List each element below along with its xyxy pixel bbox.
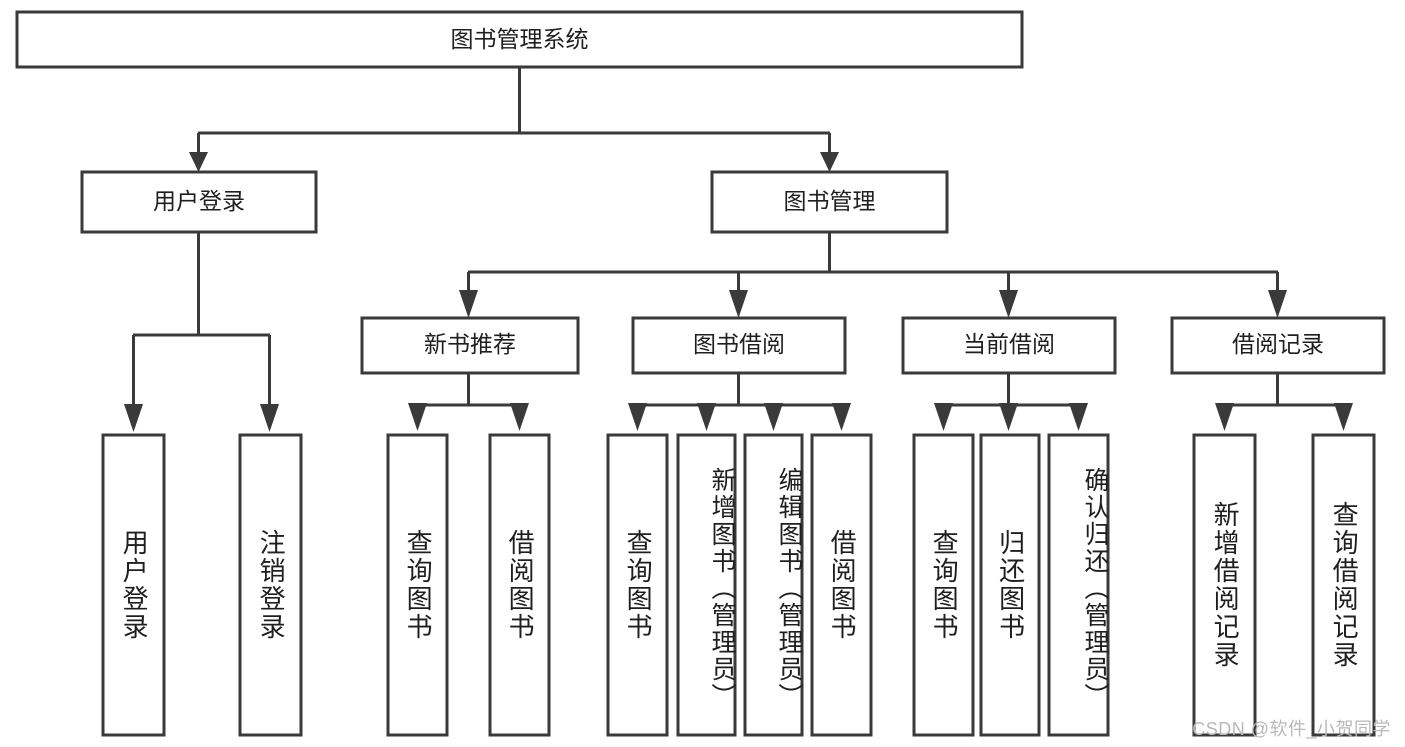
arrowhead-leaf-edit-book bbox=[764, 403, 783, 431]
node-root[interactable]: 图书管理系统 bbox=[15, 10, 1024, 69]
arrowhead-user-login bbox=[189, 152, 208, 172]
node-user-login[interactable]: 用户登录 bbox=[80, 170, 318, 234]
arrowhead-new-book-recommend bbox=[459, 290, 478, 318]
arrowhead-leaf-query-record bbox=[1334, 403, 1353, 431]
connector-group-new-book-recommend bbox=[408, 373, 529, 431]
connector-group-book-borrow bbox=[628, 373, 851, 431]
node-book-manage[interactable]: 图书管理 bbox=[710, 170, 949, 234]
node-leaf-edit-book-box[interactable] bbox=[743, 433, 804, 737]
connector-group-current-borrow bbox=[934, 373, 1088, 431]
node-leaf-query-record-box[interactable] bbox=[1311, 433, 1376, 737]
node-user-login-label: 用户登录 bbox=[153, 188, 245, 214]
node-book-manage-label: 图书管理 bbox=[784, 188, 876, 214]
arrowhead-leaf-confirm-return bbox=[1069, 403, 1088, 431]
arrowhead-borrow-record bbox=[1268, 290, 1287, 318]
node-root-box[interactable] bbox=[15, 10, 1024, 69]
arrowhead-leaf-borrow-book-1 bbox=[510, 403, 529, 431]
arrowhead-leaf-borrow-book-2 bbox=[832, 403, 851, 431]
arrowhead-leaf-add-book bbox=[697, 403, 716, 431]
node-new-book-recommend-box[interactable] bbox=[360, 316, 580, 375]
arrowhead-leaf-query-book-3 bbox=[934, 403, 953, 431]
arrowhead-leaf-query-book-1 bbox=[408, 403, 427, 431]
arrowhead-book-manage bbox=[820, 152, 839, 172]
node-leaf-borrow-book-1-box[interactable] bbox=[488, 433, 551, 737]
node-new-book-recommend[interactable]: 新书推荐 bbox=[360, 316, 580, 375]
node-leaf-confirm-return-box[interactable] bbox=[1047, 433, 1110, 737]
connector-group-root bbox=[189, 67, 839, 172]
connector-group-user-login bbox=[124, 232, 279, 432]
node-leaf-user-login-box[interactable] bbox=[101, 433, 166, 737]
csdn-watermark: CSDN @软件_小贺同学 bbox=[1192, 719, 1391, 739]
arrowhead-leaf-return-book bbox=[999, 403, 1018, 431]
leaf-boxes bbox=[101, 433, 1376, 737]
node-leaf-return-book-box[interactable] bbox=[979, 433, 1041, 737]
arrowhead-book-borrow bbox=[729, 290, 748, 318]
node-leaf-add-record-box[interactable] bbox=[1192, 433, 1257, 737]
node-borrow-record-label: 借阅记录 bbox=[1232, 331, 1324, 357]
arrowhead-leaf-logout-login bbox=[260, 404, 279, 432]
node-book-borrow-box[interactable] bbox=[631, 316, 847, 375]
node-leaf-logout-login-box[interactable] bbox=[238, 433, 303, 737]
node-user-login-box[interactable] bbox=[80, 170, 318, 234]
node-leaf-query-book-3-box[interactable] bbox=[912, 433, 975, 737]
arrowhead-current-borrow bbox=[999, 290, 1018, 318]
node-new-book-recommend-label: 新书推荐 bbox=[424, 331, 516, 357]
connector-group-book-manage bbox=[459, 232, 1287, 318]
arrowhead-leaf-user-login bbox=[124, 404, 143, 432]
node-book-borrow[interactable]: 图书借阅 bbox=[631, 316, 847, 375]
node-current-borrow-label: 当前借阅 bbox=[963, 331, 1055, 357]
node-book-manage-box[interactable] bbox=[710, 170, 949, 234]
node-leaf-add-book-box[interactable] bbox=[676, 433, 737, 737]
connector-group-borrow-record bbox=[1215, 373, 1353, 431]
arrowhead-leaf-query-book-2 bbox=[628, 403, 647, 431]
node-current-borrow-box[interactable] bbox=[901, 316, 1117, 375]
node-borrow-record[interactable]: 借阅记录 bbox=[1170, 316, 1386, 375]
node-borrow-record-box[interactable] bbox=[1170, 316, 1386, 375]
node-current-borrow[interactable]: 当前借阅 bbox=[901, 316, 1117, 375]
node-book-borrow-label: 图书借阅 bbox=[693, 331, 785, 357]
node-leaf-query-book-2-box[interactable] bbox=[606, 433, 669, 737]
node-leaf-query-book-1-box[interactable] bbox=[386, 433, 449, 737]
arrowhead-leaf-add-record bbox=[1215, 403, 1234, 431]
node-leaf-borrow-book-2-box[interactable] bbox=[810, 433, 873, 737]
node-root-label: 图书管理系统 bbox=[451, 26, 589, 52]
